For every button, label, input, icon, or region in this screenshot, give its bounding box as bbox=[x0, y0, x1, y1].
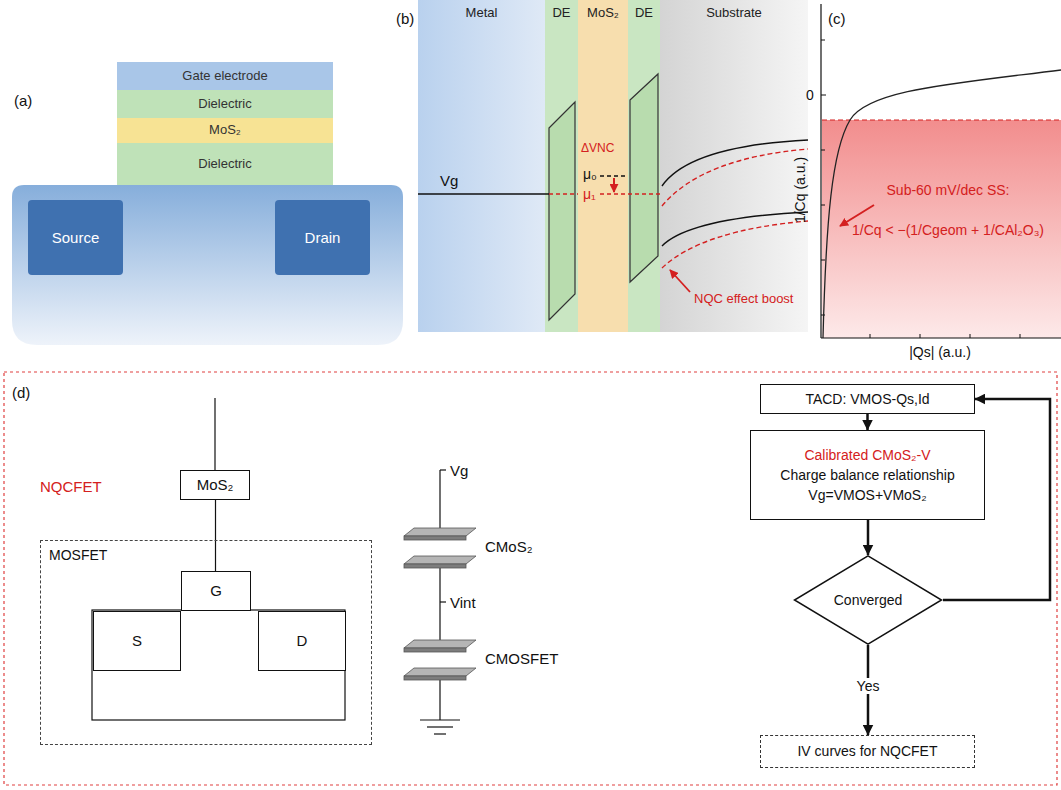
flow-arrow bbox=[866, 414, 869, 430]
node-text: G bbox=[210, 582, 222, 599]
band-edge bbox=[662, 212, 808, 246]
layer: Dielectric bbox=[117, 143, 333, 185]
node-text: Metal bbox=[466, 6, 498, 21]
contact-region: Source bbox=[28, 200, 123, 275]
panel-label: (d) bbox=[12, 384, 30, 401]
layer: Gate electrode bbox=[117, 62, 333, 90]
panel-frame bbox=[4, 372, 1057, 785]
ticks bbox=[821, 40, 1020, 338]
shift-arrow bbox=[613, 178, 615, 192]
annotation: |Qs| (a.u.) bbox=[909, 344, 971, 360]
band-edge-nqc bbox=[662, 149, 808, 206]
node-text: TACD: VMOS-Qs,Id bbox=[805, 391, 929, 407]
node-text: MOSFET bbox=[49, 547, 107, 563]
drain-terminal: D bbox=[258, 611, 346, 671]
y-axis bbox=[820, 4, 821, 338]
node-text: Calibrated CMoS₂-V bbox=[804, 447, 930, 463]
annotation: Vg bbox=[450, 462, 468, 479]
panel-label: (b) bbox=[396, 10, 414, 27]
mosfet-box: MOSFET G S D bbox=[40, 540, 372, 745]
annotation: μ₁ bbox=[583, 186, 596, 202]
node-text: Dielectric bbox=[198, 97, 251, 112]
leader-arrow bbox=[670, 270, 690, 292]
process-box: TACD: VMOS-Qs,Id bbox=[760, 384, 975, 414]
node-text: 1/Cq < −(1/Cgeom + 1/CAl₂O₃) bbox=[852, 222, 1044, 238]
capacitor-plate bbox=[404, 528, 476, 680]
x-axis bbox=[821, 337, 1061, 338]
node-text: Drain bbox=[305, 229, 341, 246]
mosfet-body bbox=[92, 610, 345, 720]
node-text: MoS₂ bbox=[587, 6, 619, 21]
decision-diamond: Converged bbox=[793, 555, 943, 645]
node-text: Substrate bbox=[706, 6, 762, 21]
annotation: NQC effect boost bbox=[694, 292, 793, 307]
energy-band: DE bbox=[545, 0, 578, 330]
metal-band bbox=[418, 0, 545, 332]
node-text: D bbox=[297, 632, 308, 649]
barrier bbox=[549, 102, 575, 320]
annotation: ΔVNC bbox=[581, 142, 614, 156]
node-text: DE bbox=[635, 6, 653, 21]
source-terminal: S bbox=[93, 611, 181, 671]
edge-label: Yes bbox=[854, 678, 883, 694]
annotation: CMOSFET bbox=[485, 650, 558, 667]
fermi-level bbox=[418, 193, 549, 195]
substrate bbox=[12, 185, 403, 345]
layer: Dielectric bbox=[117, 90, 333, 118]
panel-label: (a) bbox=[14, 92, 32, 109]
node-text: DE bbox=[552, 6, 570, 21]
mu1-level bbox=[600, 193, 660, 194]
gate-terminal: G bbox=[181, 571, 251, 611]
annotation: μ₀ bbox=[583, 166, 597, 182]
node-text: Gate electrode bbox=[182, 69, 267, 84]
node-text: Vg=VMOS+VMoS₂ bbox=[808, 487, 926, 503]
node-text: MoS₂ bbox=[209, 123, 241, 138]
annotation: NQCFET bbox=[40, 478, 102, 495]
energy-band: DE bbox=[628, 0, 660, 330]
energy-band: MoS₂ bbox=[578, 0, 628, 330]
panel-label: (c) bbox=[828, 10, 846, 27]
material-box: MoS₂ bbox=[180, 470, 250, 500]
contact-region: Drain bbox=[275, 200, 370, 275]
sub60-region bbox=[822, 120, 1061, 338]
node-text: Converged bbox=[834, 592, 903, 608]
substrate-band bbox=[660, 0, 808, 332]
annotation: 0 bbox=[806, 87, 814, 103]
mos2-band bbox=[578, 0, 628, 332]
band-edge-nqc bbox=[662, 221, 808, 268]
wire bbox=[215, 500, 216, 571]
threshold-line bbox=[822, 119, 1061, 120]
node-text: MoS₂ bbox=[197, 476, 234, 493]
annotation: Vint bbox=[450, 594, 476, 611]
dielectric-band bbox=[628, 0, 660, 332]
node-text: Source bbox=[52, 229, 100, 246]
node-text: IV curves for NQCFET bbox=[797, 743, 937, 759]
wire bbox=[214, 398, 215, 470]
energy-band: Metal bbox=[418, 0, 545, 330]
annotation: CMoS₂ bbox=[485, 538, 533, 555]
curve bbox=[823, 70, 1061, 338]
mu1-level bbox=[549, 193, 578, 194]
node-text: Sub-60 mV/dec SS: bbox=[887, 182, 1010, 198]
annotation: 1/Cq (a.u.) bbox=[792, 157, 808, 223]
mu0-level bbox=[600, 175, 628, 176]
barrier bbox=[630, 74, 658, 282]
dielectric-band bbox=[545, 0, 578, 332]
energy-band: Substrate bbox=[660, 0, 808, 330]
band-edge bbox=[662, 140, 808, 186]
process-box: Calibrated CMoS₂-V Charge balance relatio… bbox=[750, 430, 985, 520]
node-text: Dielectric bbox=[198, 157, 251, 172]
flow-arrow bbox=[867, 520, 870, 555]
annotation: Vg bbox=[440, 172, 458, 189]
output-box: IV curves for NQCFET bbox=[760, 735, 975, 768]
node-text: S bbox=[132, 632, 142, 649]
layer: MoS₂ bbox=[117, 118, 333, 143]
sub-threshold-region: Sub-60 mV/dec SS: 1/Cq < −(1/Cgeom + 1/CA… bbox=[840, 124, 1056, 334]
node-text: Charge balance relationship bbox=[780, 467, 954, 483]
